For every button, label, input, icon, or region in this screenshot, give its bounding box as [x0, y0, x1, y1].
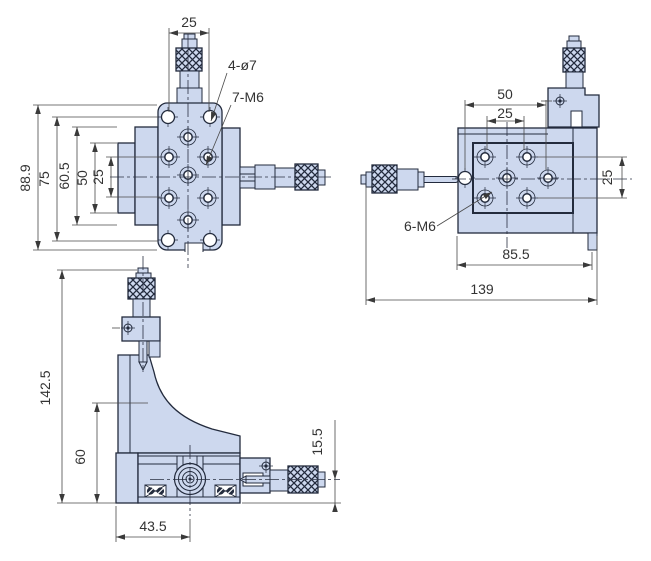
- side-view-centerlines: [452, 122, 632, 248]
- right-plate: [221, 127, 241, 226]
- spindle: [423, 176, 465, 183]
- knurled-knob: [175, 47, 203, 72]
- dim-label: 15.5: [309, 428, 325, 455]
- dim-hole-pitch-25: 25: [486, 105, 525, 150]
- dim-base-height-60: 60: [72, 402, 148, 503]
- left-micrometer: [360, 164, 465, 194]
- callout-through-holes: 4-ø7: [208, 57, 257, 122]
- moving-platform: [134, 126, 159, 226]
- crossed-roller-bearing: [214, 484, 237, 498]
- dim-label: 25: [599, 170, 615, 186]
- bottom-notch: [185, 243, 203, 252]
- vertical-micrometer: [562, 35, 586, 89]
- dim-label: 142.5: [37, 370, 53, 405]
- dim-label: 25: [90, 169, 106, 185]
- hole-callout-label: 6-M6: [404, 218, 436, 234]
- hole-callout-label: 4-ø7: [228, 57, 257, 73]
- dim-hole-span-75: 75: [36, 116, 158, 242]
- dim-label: 75: [36, 171, 52, 187]
- knurled-knob: [127, 277, 156, 300]
- front-view-centerlines: [142, 256, 340, 516]
- hole-callout-label: 7-M6: [232, 89, 264, 105]
- dim-tab-50: 50: [74, 142, 117, 214]
- top-view: 25 88.9 75: [17, 14, 332, 268]
- dim-overall-width-139: 139: [365, 186, 598, 305]
- dim-label: 25: [497, 105, 513, 121]
- front-view-parts: [112, 267, 326, 504]
- dim-axis-height-15-5: 15.5: [242, 420, 341, 512]
- top-view-dimensions: 25 88.9 75: [17, 14, 264, 251]
- dim-label: 50: [74, 170, 90, 186]
- dim-label: 85.5: [502, 246, 529, 262]
- y-axis-micrometer: [175, 33, 203, 105]
- dim-body-width-85-5: 85.5: [456, 236, 593, 270]
- front-view: 142.5 60 15.5 43.: [37, 256, 341, 542]
- x-axis-micrometer-front: [239, 457, 326, 494]
- dim-label: 43.5: [139, 518, 166, 534]
- dim-label: 139: [470, 281, 494, 297]
- dim-row-pitch-25: 25: [537, 156, 627, 199]
- callout-tapped-holes: 6-M6: [404, 189, 494, 234]
- dim-label: 88.9: [17, 164, 33, 191]
- dim-label: 60: [72, 449, 88, 465]
- base-stage: [115, 452, 241, 504]
- side-view-parts: [360, 35, 600, 251]
- dim-center-offset-43-5: 43.5: [115, 506, 191, 542]
- dim-hole-span-50: 50: [464, 86, 547, 170]
- vertical-micrometer-bracket: [541, 87, 600, 128]
- top-view-centerlines: [110, 34, 332, 268]
- dim-label: 25: [181, 14, 197, 30]
- crossed-roller-bearing: [144, 484, 167, 498]
- top-view-parts: [117, 33, 326, 252]
- side-view: 50 25 25: [360, 35, 632, 305]
- platform-step: [117, 142, 136, 214]
- dim-label: 50: [497, 86, 513, 102]
- callout-tapped-holes: 7-M6: [203, 89, 264, 167]
- knurled-knob: [371, 164, 398, 194]
- side-view-dimensions: 50 25 25: [365, 86, 627, 305]
- dim-overall-height: 88.9: [17, 104, 157, 251]
- dim-knob-width: 25: [168, 14, 210, 112]
- knurled-knob: [562, 47, 586, 73]
- front-view-dimensions: 142.5 60 15.5 43.: [37, 269, 341, 542]
- z-bracket: [117, 354, 241, 454]
- dim-overall-height-142-5: 142.5: [37, 269, 137, 504]
- dim-label: 60.5: [56, 162, 72, 189]
- dim-hole-pitch-25: 25: [90, 156, 160, 198]
- dim-platform-60-5: 60.5: [56, 126, 117, 226]
- base-step: [587, 232, 598, 251]
- z-axis-micrometer: [112, 267, 161, 372]
